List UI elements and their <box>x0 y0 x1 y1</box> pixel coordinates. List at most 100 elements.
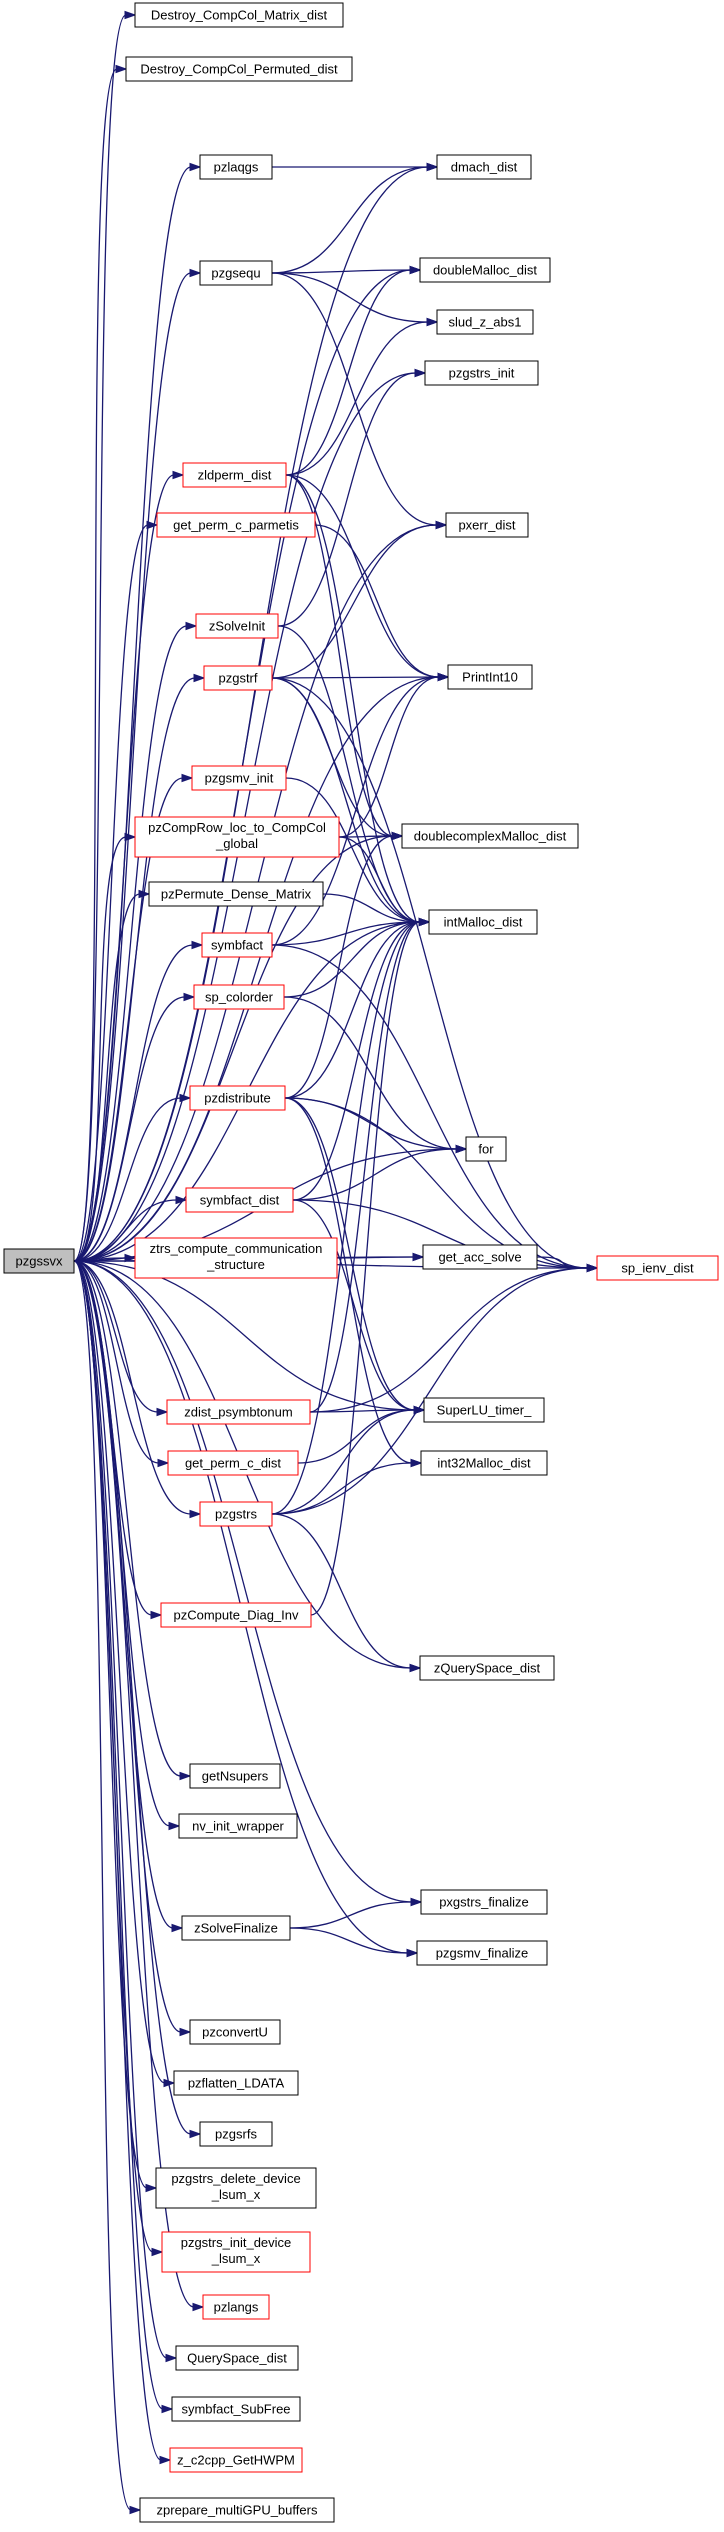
call-edge-pzgstrs-to-int32Malloc_dist <box>271 1462 413 1515</box>
call-edge-zldperm_dist-to-doubleMalloc_dist <box>285 269 412 476</box>
node-superlu-timer-[interactable]: SuperLU_timer_ <box>423 1397 545 1423</box>
node-destroy-compcol-matrix-dist[interactable]: Destroy_CompCol_Matrix_dist <box>134 2 344 28</box>
call-edge-pzgstrs-to-sp_ienv_dist <box>271 1267 589 1515</box>
node-label: pzdistribute <box>204 1090 270 1105</box>
call-edge-pzgssvx-to-zdist_psymbtonum <box>73 1260 159 1413</box>
node-box <box>134 1237 338 1279</box>
call-edge-zdist_psymbtonum-to-sp_ienv_dist <box>309 1267 589 1413</box>
node-symbfact-subfree[interactable]: symbfact_SubFree <box>171 2396 301 2422</box>
node-box <box>436 309 534 335</box>
arrowhead-icon <box>124 832 137 842</box>
node-zdist-psymbtonum[interactable]: zdist_psymbtonum <box>166 1399 311 1425</box>
node-printint10[interactable]: PrintInt10 <box>447 664 533 690</box>
node-label: slud_z_abs1 <box>449 314 522 329</box>
call-edge-pzgssvx-to-pzgstrs <box>73 1260 192 1515</box>
node-sp-ienv-dist[interactable]: sp_ienv_dist <box>596 1255 719 1281</box>
node-destroy-compcol-permuted-dist[interactable]: Destroy_CompCol_Permuted_dist <box>125 56 353 82</box>
node-zsolveinit[interactable]: zSolveInit <box>195 613 279 639</box>
call-edge-zldperm_dist-to-slud_z_abs1 <box>285 321 429 476</box>
node-symbfact[interactable]: symbfact <box>201 932 273 958</box>
node-box <box>419 1655 555 1681</box>
node-getnsupers[interactable]: getNsupers <box>189 1763 281 1789</box>
node-get-perm-c-dist[interactable]: get_perm_c_dist <box>167 1450 299 1476</box>
node-sp-colorder[interactable]: sp_colorder <box>193 984 285 1010</box>
call-edge-pzdistribute-to-int32Malloc_dist <box>284 1097 413 1464</box>
call-edge-pzgsequ-to-slud_z_abs1 <box>271 272 429 323</box>
node-pzgstrs-init[interactable]: pzgstrs_init <box>424 360 539 386</box>
node-pzpermute-dense-matrix[interactable]: pzPermute_Dense_Matrix <box>148 881 324 907</box>
node-zprepare-multigpu-buffers[interactable]: zprepare_multiGPU_buffers <box>139 2497 335 2523</box>
arrowhead-icon <box>179 1771 192 1781</box>
node-pzgsmv-finalize[interactable]: pzgsmv_finalize <box>416 1940 548 1966</box>
arrowhead-icon <box>124 1253 137 1263</box>
node-get-perm-c-parmetis[interactable]: get_perm_c_parmetis <box>156 512 316 538</box>
node-queryspace-dist[interactable]: QuerySpace_dist <box>175 2345 299 2371</box>
node-pzconvertu[interactable]: pzconvertU <box>189 2019 281 2045</box>
node-slud-z-abs1[interactable]: slud_z_abs1 <box>436 309 534 335</box>
node-for[interactable]: for <box>465 1136 507 1162</box>
node-pzgstrs[interactable]: pzgstrs <box>199 1501 273 1527</box>
node-box <box>155 2167 317 2209</box>
node-label: pzgstrs <box>215 1506 257 1521</box>
node-box <box>3 1248 75 1274</box>
node-ztrs-compute-communication-structure[interactable]: ztrs_compute_communication_structure <box>134 1237 338 1279</box>
node-label: get_perm_c_parmetis <box>173 517 299 532</box>
node-pxgstrs-finalize[interactable]: pxgstrs_finalize <box>420 1889 548 1915</box>
node-symbfact-dist[interactable]: symbfact_dist <box>185 1187 294 1213</box>
node-pzlangs[interactable]: pzlangs <box>202 2294 270 2320</box>
node-box <box>175 2345 299 2371</box>
call-edge-pzdistribute-to-SuperLU_timer_ <box>284 1097 416 1411</box>
node-pzgssvx[interactable]: pzgssvx <box>3 1248 75 1274</box>
call-edge-symbfact_dist-to-intMalloc_dist <box>292 921 421 1201</box>
node-zldperm-dist[interactable]: zldperm_dist <box>182 462 287 488</box>
node-label: pzgstrs_init_device_lsum_x <box>181 2235 292 2266</box>
node-pzgsequ[interactable]: pzgsequ <box>199 260 273 286</box>
node-dmach-dist[interactable]: dmach_dist <box>436 154 532 180</box>
arrowhead-icon <box>410 1897 423 1907</box>
node-label: sp_ienv_dist <box>621 1260 694 1275</box>
node-pzgstrs-delete-device-lsum-x[interactable]: pzgstrs_delete_device_lsum_x <box>155 2167 317 2209</box>
call-edge-pzCompRow_loc_to_CompCol_global-to-PrintInt10 <box>338 676 440 838</box>
node-box <box>156 512 316 538</box>
node-label: pzgsrfs <box>215 2126 257 2141</box>
node-box <box>182 462 287 488</box>
node-label: for <box>478 1141 494 1156</box>
node-doublemalloc-dist[interactable]: doubleMalloc_dist <box>419 257 551 283</box>
call-edge-pzgstrf-to-sp_ienv_dist <box>271 677 589 1269</box>
node-box <box>125 56 353 82</box>
call-edge-symbfact_dist-to-SuperLU_timer_ <box>292 1199 416 1411</box>
node-pzdistribute[interactable]: pzdistribute <box>189 1085 286 1111</box>
node-box <box>189 1763 281 1789</box>
node-pzgstrs-init-device-lsum-x[interactable]: pzgstrs_init_device_lsum_x <box>161 2231 311 2273</box>
node-pzgstrf[interactable]: pzgstrf <box>203 665 273 691</box>
call-edge-pzgstrf-to-PrintInt10 <box>271 676 440 679</box>
node-box <box>171 2396 301 2422</box>
node-pzlaqgs[interactable]: pzlaqgs <box>199 154 273 180</box>
call-edge-pzgssvx-to-pzgsmv_init <box>73 777 184 1262</box>
node-get-acc-solve[interactable]: get_acc_solve <box>422 1244 538 1270</box>
node-box <box>445 512 529 538</box>
node-pzflatten-ldata[interactable]: pzflatten_LDATA <box>173 2070 299 2096</box>
node-doublecomplexmalloc-dist[interactable]: doublecomplexMalloc_dist <box>401 823 579 849</box>
node-zsolvefinalize[interactable]: zSolveFinalize <box>181 1915 291 1941</box>
call-edges <box>73 14 589 2511</box>
node-box <box>436 154 532 180</box>
node-pzcompute-diag-inv[interactable]: pzCompute_Diag_Inv <box>160 1602 312 1628</box>
node-pzcomprow-loc-to-compcol-global[interactable]: pzCompRow_loc_to_CompCol_global <box>134 816 340 858</box>
node-pzgsmv-init[interactable]: pzgsmv_init <box>191 765 287 791</box>
node-box <box>416 1940 548 1966</box>
node-int32malloc-dist[interactable]: int32Malloc_dist <box>420 1450 548 1476</box>
node-z-c2cpp-gethwpm[interactable]: z_c2cpp_GetHWPM <box>169 2447 303 2473</box>
arrowhead-icon <box>171 1923 184 1933</box>
node-label: get_acc_solve <box>438 1249 521 1264</box>
node-pxerr-dist[interactable]: pxerr_dist <box>445 512 529 538</box>
node-zqueryspace-dist[interactable]: zQuerySpace_dist <box>419 1655 555 1681</box>
node-pzgsrfs[interactable]: pzgsrfs <box>199 2121 273 2147</box>
arrowhead-icon <box>391 831 404 841</box>
call-edge-pzgssvx-to-zprepare_multiGPU_buffers <box>73 1260 132 2511</box>
node-intmalloc-dist[interactable]: intMalloc_dist <box>428 909 538 935</box>
node-label: int32Malloc_dist <box>437 1455 531 1470</box>
node-label: pzconvertU <box>202 2024 268 2039</box>
node-nv-init-wrapper[interactable]: nv_init_wrapper <box>178 1813 298 1839</box>
arrowhead-icon <box>168 1821 181 1831</box>
